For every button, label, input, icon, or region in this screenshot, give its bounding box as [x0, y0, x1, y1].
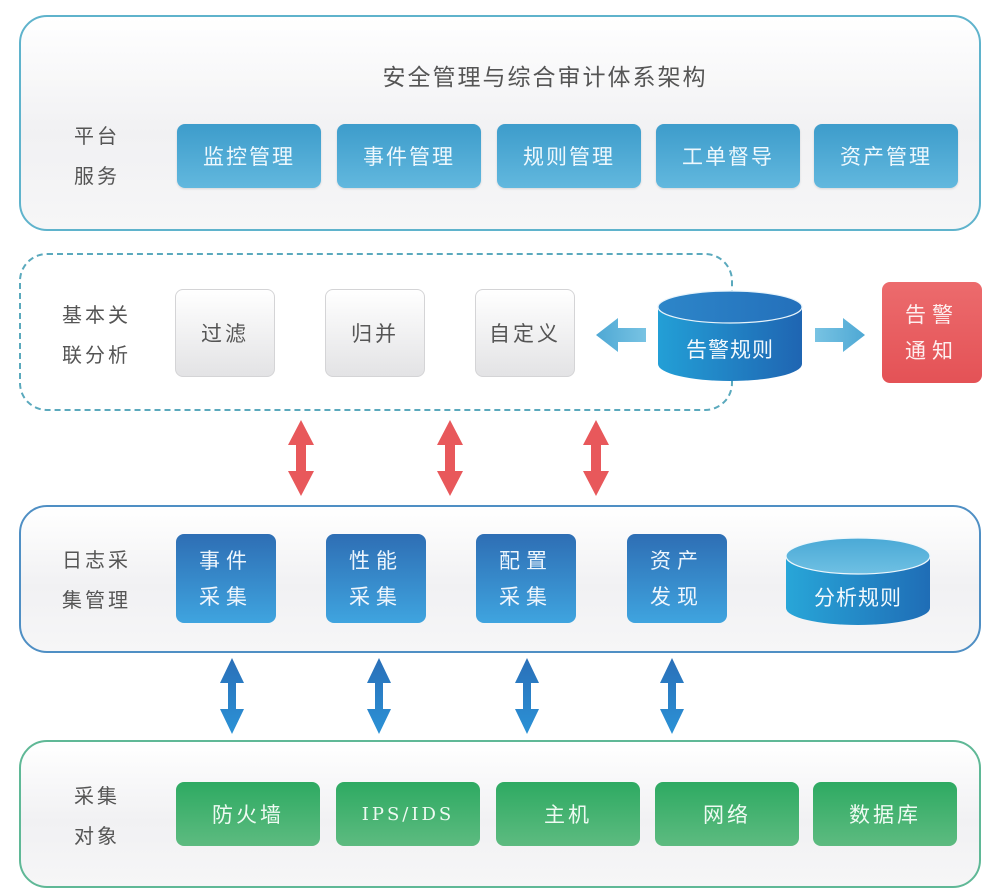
target-item-firewall[interactable]: 防火墙 [176, 782, 320, 846]
target-item-host[interactable]: 主机 [496, 782, 640, 846]
label-line: 采集 [74, 784, 120, 808]
item-line: 采集 [199, 584, 253, 609]
platform-item-rules[interactable]: 规则管理 [497, 124, 641, 188]
arrow-right-icon [815, 318, 865, 352]
label-line: 对象 [74, 824, 120, 848]
item-line: 事件 [199, 548, 253, 573]
analysis-item-custom[interactable]: 自定义 [475, 289, 575, 377]
double-arrow-red-icon [437, 420, 463, 496]
item-line: 资产 [650, 548, 704, 573]
target-item-database[interactable]: 数据库 [813, 782, 957, 846]
collect-item-events[interactable]: 事件 采集 [176, 534, 276, 623]
analysis-layer-label: 基本关 联分析 [62, 295, 131, 375]
label-line: 联分析 [62, 343, 131, 367]
double-arrow-red-icon [288, 420, 314, 496]
double-arrow-blue-icon [367, 658, 391, 734]
platform-item-events[interactable]: 事件管理 [337, 124, 481, 188]
double-arrow-blue-icon [220, 658, 244, 734]
analysis-item-filter[interactable]: 过滤 [175, 289, 275, 377]
item-line: 性能 [349, 548, 403, 573]
alert-line: 通知 [905, 338, 959, 363]
platform-item-assets[interactable]: 资产管理 [814, 124, 958, 188]
alert-line: 告警 [905, 302, 959, 327]
platform-item-workorders[interactable]: 工单督导 [656, 124, 800, 188]
analysis-rules-database[interactable]: 分析规则 [785, 536, 931, 626]
database-icon [657, 290, 803, 381]
platform-item-monitoring[interactable]: 监控管理 [177, 124, 321, 188]
double-arrow-blue-icon [515, 658, 539, 734]
target-item-ips-ids[interactable]: IPS/IDS [336, 782, 480, 846]
item-line: 采集 [349, 584, 403, 609]
arrow-left-icon [596, 318, 646, 352]
label-line: 服务 [74, 164, 120, 188]
alert-rules-database[interactable]: 告警规则 [657, 290, 803, 382]
label-line: 平台 [74, 124, 120, 148]
target-item-network[interactable]: 网络 [655, 782, 799, 846]
item-line: 发现 [650, 584, 704, 609]
analysis-rules-label: 分析规则 [814, 586, 902, 610]
label-line: 基本关 [62, 303, 131, 327]
label-line: 日志采 [62, 548, 131, 572]
item-line: 配置 [499, 548, 553, 573]
double-arrow-red-icon [583, 420, 609, 496]
targets-layer-label: 采集 对象 [74, 776, 120, 856]
label-line: 集管理 [62, 588, 131, 612]
diagram-title: 安全管理与综合审计体系架构 [382, 65, 708, 91]
double-arrow-blue-icon [660, 658, 684, 734]
alert-rules-label: 告警规则 [686, 338, 774, 362]
collect-item-config[interactable]: 配置 采集 [476, 534, 576, 623]
collect-item-asset-discovery[interactable]: 资产 发现 [627, 534, 727, 623]
item-line: 采集 [499, 584, 553, 609]
database-icon [785, 537, 931, 625]
platform-layer [19, 15, 981, 231]
collect-item-performance[interactable]: 性能 采集 [326, 534, 426, 623]
platform-layer-label: 平台 服务 [74, 116, 120, 196]
collection-layer-label: 日志采 集管理 [62, 540, 131, 620]
analysis-item-merge[interactable]: 归并 [325, 289, 425, 377]
alert-notification-box[interactable]: 告警 通知 [882, 282, 982, 383]
